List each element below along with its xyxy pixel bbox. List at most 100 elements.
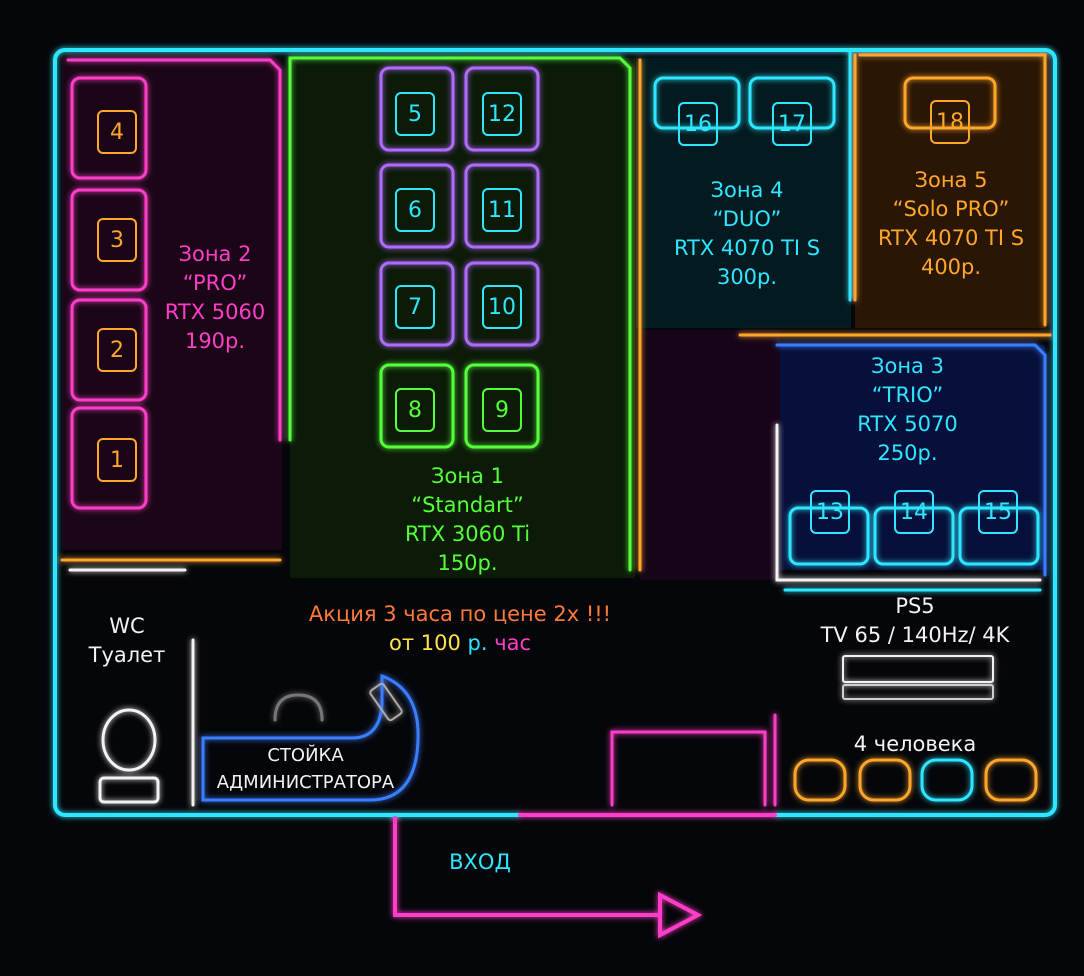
ps5-label: PS5 TV 65 / 140Hz/ 4K: [800, 592, 1030, 650]
seat-frame-10: [464, 261, 540, 347]
seat-frame-2: [70, 298, 148, 402]
promo-price: от 100: [388, 631, 461, 655]
admin-chair-icon: [273, 693, 324, 722]
promo-currency: р.: [467, 631, 488, 655]
seat-frame-4: [70, 76, 148, 180]
seat-frame-12: [464, 66, 540, 152]
zone5-price: 400р.: [920, 255, 982, 279]
zone4-wall: [634, 48, 852, 302]
seat-11[interactable]: 11: [482, 188, 522, 232]
seat-8[interactable]: 8: [395, 388, 435, 432]
seat-frame-15: [958, 506, 1040, 566]
ps5-specs: TV 65 / 140Hz/ 4K: [820, 623, 1010, 647]
zone1-wall: [288, 56, 632, 572]
wc-label: WC Туалет: [72, 612, 182, 670]
admin-line2: АДМИНИСТРАТОРА: [216, 772, 395, 793]
toilet-base-icon: [98, 776, 160, 804]
zone4-title: Зона 4: [710, 178, 784, 202]
seat-9[interactable]: 9: [482, 388, 522, 432]
entrance-arrow-icon: [658, 891, 703, 939]
seat-frame-3: [70, 188, 148, 292]
seat-frame-6: [379, 163, 455, 249]
seat-2[interactable]: 2: [97, 328, 137, 372]
seat-12[interactable]: 12: [482, 92, 522, 136]
zone3-title: Зона 3: [871, 354, 944, 378]
entrance-path: [393, 816, 662, 917]
wc-subtitle: Туалет: [88, 643, 166, 667]
seat-1[interactable]: 1: [97, 438, 137, 482]
tv-icon: [842, 655, 994, 683]
toilet-icon: [101, 708, 157, 772]
seat-frame-1: [70, 406, 148, 510]
seat-frame-16: [653, 76, 741, 130]
zone2-name: “PRO”: [182, 271, 248, 295]
zone3-label: Зона 3 “TRIO” RTX 5070 250р.: [820, 352, 995, 468]
zone4-price: 300р.: [716, 265, 778, 289]
promo-line1: Акция 3 часа по цене 2х !!!: [308, 602, 612, 626]
zone4-name: “DUO”: [712, 207, 782, 231]
wc-title: WC: [109, 614, 145, 638]
seat-7[interactable]: 7: [395, 285, 435, 329]
zone1-price: 150р.: [437, 551, 498, 575]
seat-frame-18: [903, 76, 997, 130]
seat-frame-14: [873, 506, 955, 566]
seat-10[interactable]: 10: [482, 285, 522, 329]
corridor-area: [640, 330, 780, 580]
entrance-label: ВХОД: [449, 850, 511, 874]
seat-16[interactable]: 16: [678, 102, 718, 146]
promo-line2: от 100 р. час: [280, 629, 640, 658]
seat-frame-9: [464, 363, 540, 449]
ps5-console-icon: [842, 684, 994, 700]
admin-desk: [201, 673, 420, 802]
seat-frame-5: [379, 66, 455, 152]
zone5-title: Зона 5: [914, 168, 988, 192]
zone3-wall: [775, 343, 1047, 577]
seat-14[interactable]: 14: [894, 490, 934, 534]
corridor-frame: [610, 730, 767, 807]
armchair-icon: [793, 758, 847, 802]
zone1-name: “Standart”: [411, 493, 524, 517]
zone3-name: “TRIO”: [871, 383, 944, 407]
armchair-icon: [858, 758, 912, 802]
seat-frame-13: [788, 506, 870, 566]
zone2-price: 190р.: [184, 329, 246, 353]
zone2-wall: [66, 58, 282, 442]
zone2-gpu: RTX 5060: [164, 300, 266, 324]
admin-line1: СТОЙКА: [267, 745, 344, 766]
zone4-area: [636, 58, 851, 328]
seat-4[interactable]: 4: [97, 110, 137, 154]
zone5-wall: [858, 53, 1047, 327]
zone3-bottom-wall: [775, 423, 1042, 582]
seat-frame-7: [379, 261, 455, 347]
promo-label: Акция 3 часа по цене 2х !!! от 100 р. ча…: [280, 600, 640, 658]
ps5-capacity: 4 человека: [853, 732, 977, 756]
seat-frame-17: [748, 76, 836, 130]
zone1-area: [290, 58, 635, 578]
ps5-title: PS5: [895, 594, 935, 618]
zone4-label: Зона 4 “DUO” RTX 4070 TI S 300р.: [652, 176, 842, 292]
seat-13[interactable]: 13: [810, 490, 850, 534]
zone3-gpu: RTX 5070: [857, 412, 958, 436]
zone5-gpu: RTX 4070 TI S: [877, 226, 1025, 250]
promo-unit: час: [494, 631, 532, 655]
seat-6[interactable]: 6: [395, 188, 435, 232]
zone2-label: Зона 2 “PRO” RTX 5060 190р.: [150, 240, 280, 356]
zone5-name: “Solo PRO”: [892, 197, 1010, 221]
seat-15[interactable]: 15: [978, 490, 1018, 534]
zone5-area: [855, 58, 1045, 328]
seat-18[interactable]: 18: [930, 100, 970, 144]
armchair-icon: [920, 758, 974, 802]
zone4-gpu: RTX 4070 TI S: [673, 236, 821, 260]
zone1-label: Зона 1 “Standart” RTX 3060 Ti 150р.: [380, 462, 555, 578]
seat-5[interactable]: 5: [395, 92, 435, 136]
zone2-title: Зона 2: [178, 242, 252, 266]
seat-frame-11: [464, 163, 540, 249]
zone3-price: 250р.: [877, 441, 938, 465]
seat-frame-8: [379, 363, 455, 449]
seat-3[interactable]: 3: [97, 218, 137, 262]
zone1-title: Зона 1: [431, 464, 504, 488]
admin-label: СТОЙКА АДМИНИСТРАТОРА: [203, 742, 408, 796]
seat-17[interactable]: 17: [772, 102, 812, 146]
admin-monitor-icon: [369, 682, 403, 722]
zone1-gpu: RTX 3060 Ti: [404, 522, 531, 546]
